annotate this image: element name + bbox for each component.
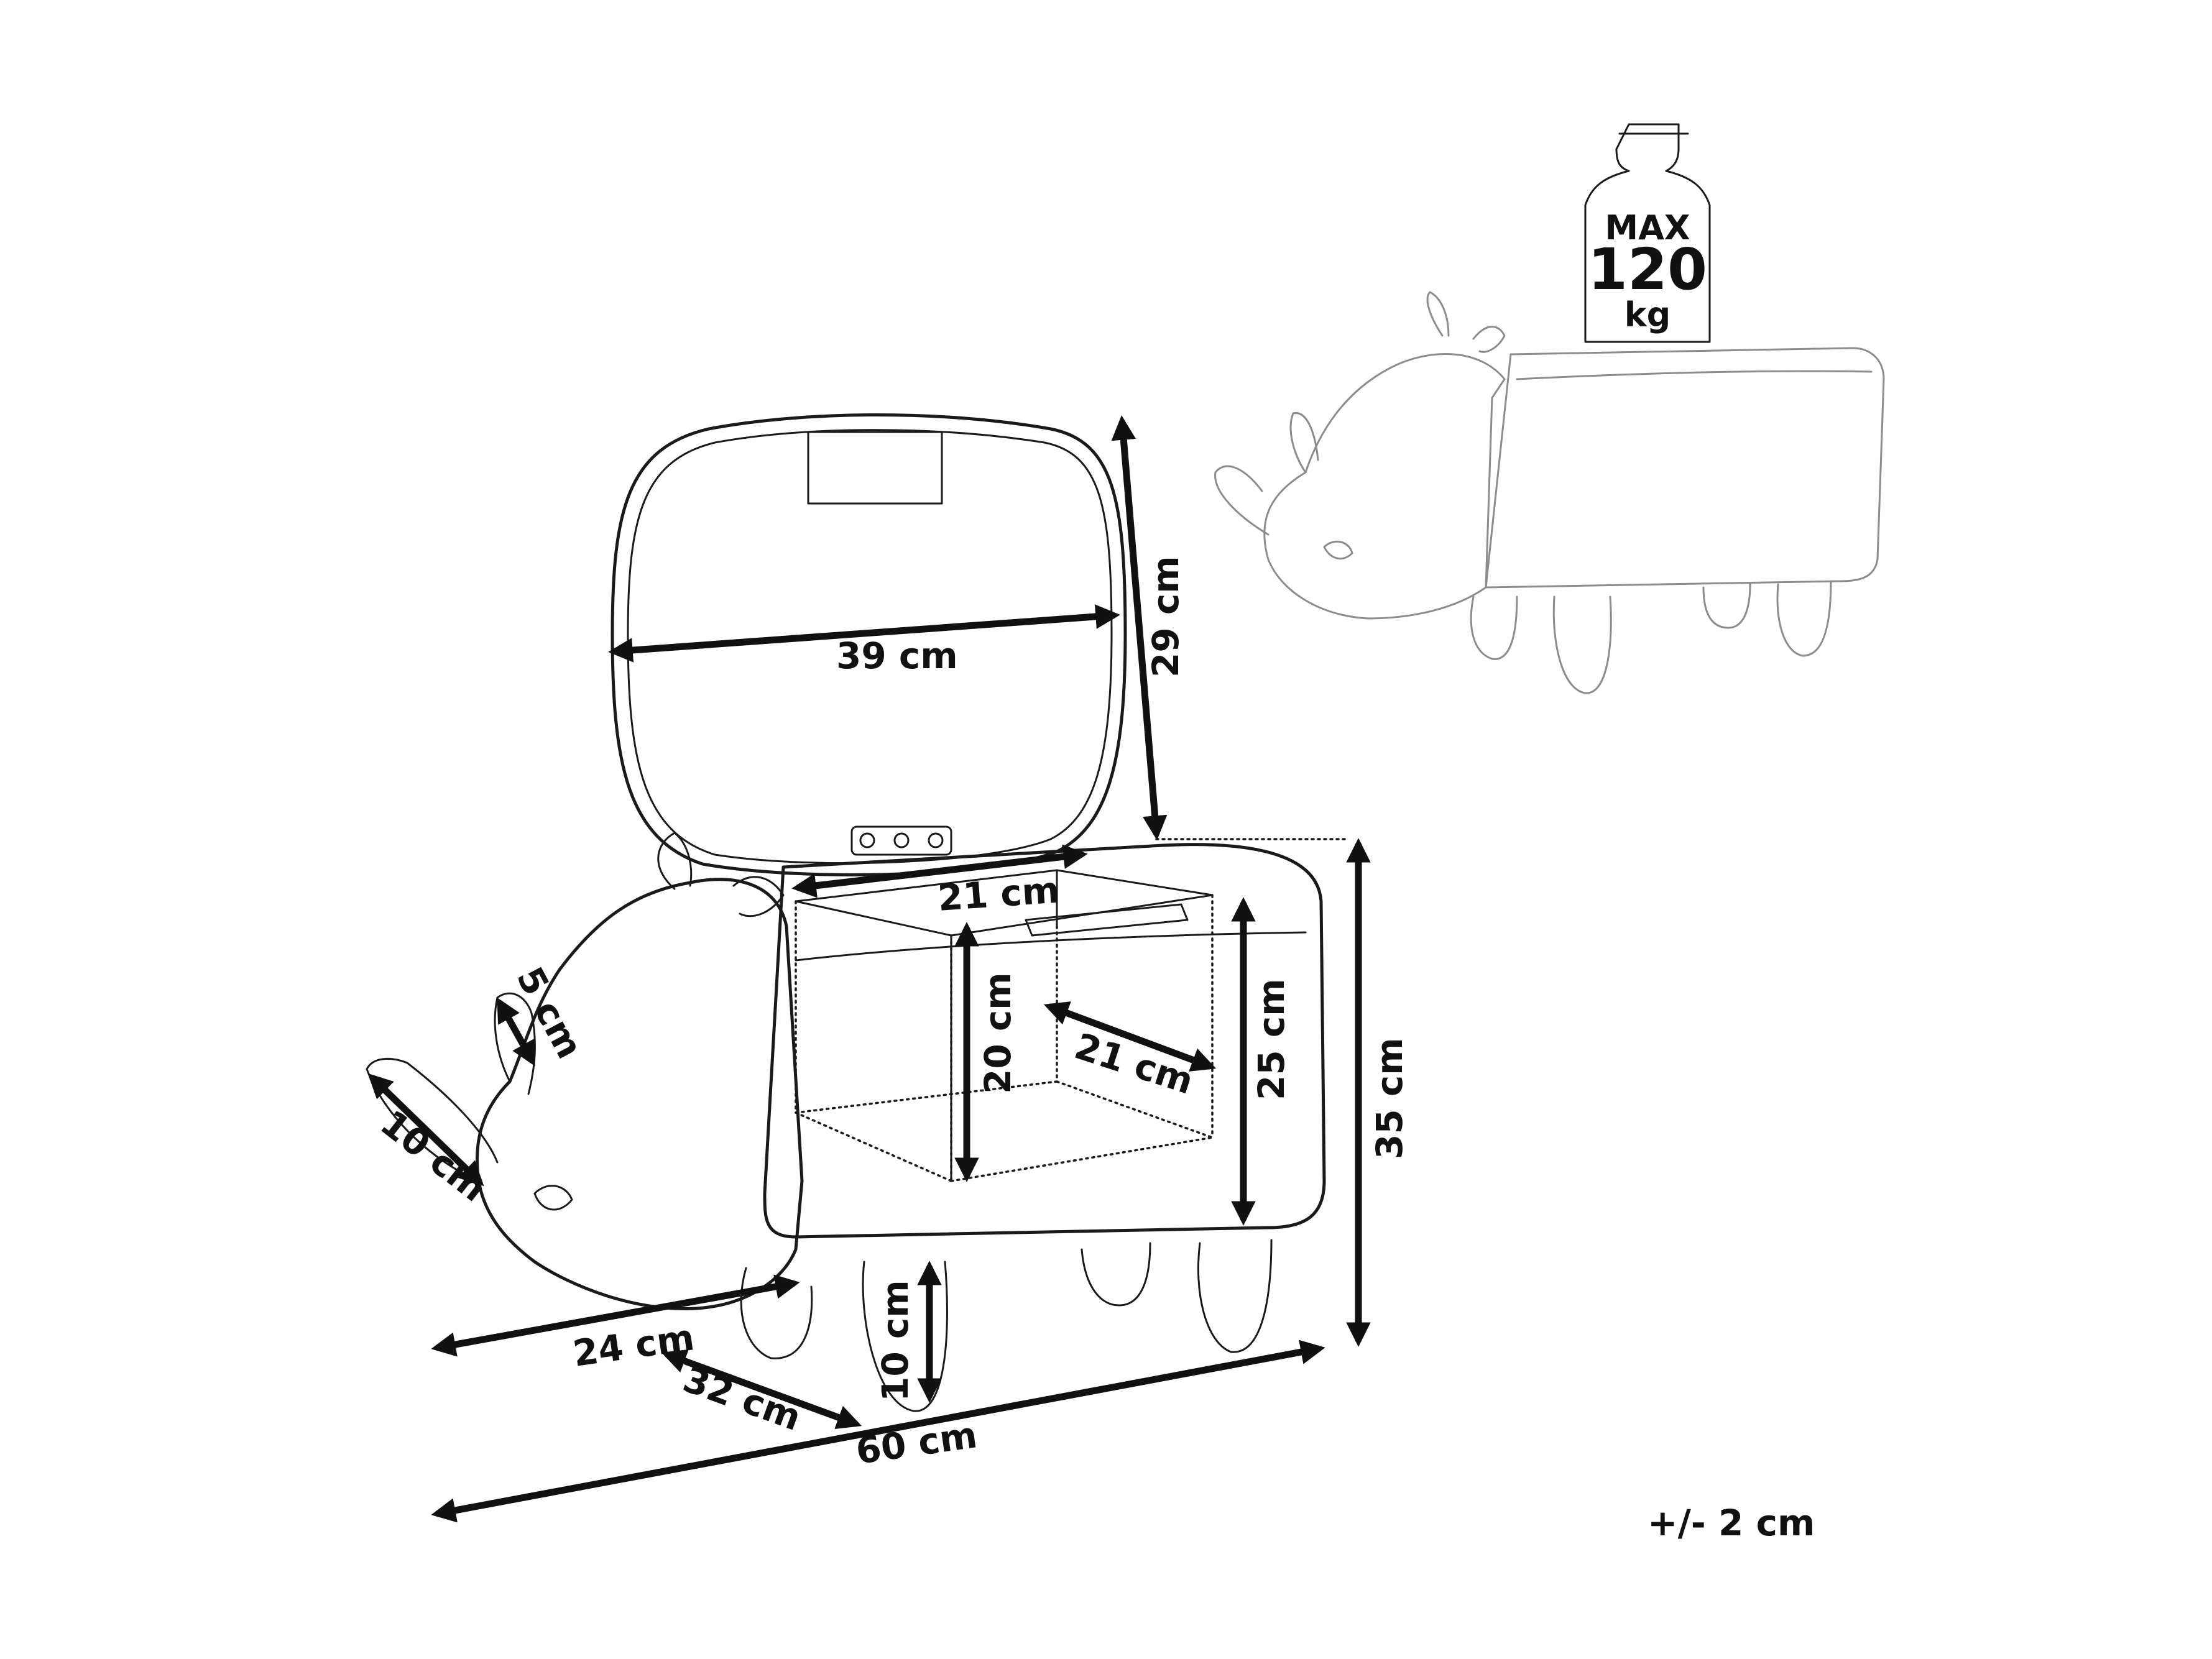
storage-depth-arrow — [1043, 1001, 1217, 1072]
leg-height-label: 10 cm — [874, 1280, 916, 1402]
total-height-label: 35 cm — [1368, 1037, 1411, 1159]
main-rhino-illustration — [366, 413, 1350, 1412]
reference-rhino-illustration: MAX 120 kg — [1214, 123, 1885, 694]
lid-hinge — [850, 825, 952, 856]
storage-width-label: 21 cm — [936, 868, 1061, 919]
total-length-label: 60 cm — [853, 1413, 979, 1473]
dimension-arrows — [367, 415, 1371, 1523]
head-length-arrow — [431, 1274, 800, 1357]
storage-width-arrow — [791, 844, 1088, 898]
storage-height-label: 20 cm — [977, 972, 1019, 1094]
lid-height-label: 29 cm — [1145, 556, 1187, 678]
dimension-labels: 39 cm 29 cm 21 cm 20 cm 21 cm 25 cm 35 c… — [372, 556, 1815, 1544]
tolerance-note: +/- 2 cm — [1647, 1502, 1815, 1544]
max-weight-value: 120 — [1588, 236, 1707, 303]
big-horn-arrow — [367, 1073, 484, 1187]
total-length-arrow — [431, 1340, 1325, 1523]
max-weight-unit: kg — [1624, 295, 1671, 334]
lid-height-arrow — [1111, 415, 1168, 840]
total-depth-label: 32 cm — [678, 1358, 806, 1439]
head-length-label: 24 cm — [570, 1316, 696, 1375]
max-weight-badge: MAX 120 kg — [1584, 123, 1711, 343]
seat-height-label: 25 cm — [1250, 978, 1293, 1100]
max-label: MAX — [1605, 208, 1690, 247]
small-horn-arrow — [497, 997, 535, 1067]
lid-width-arrow — [608, 604, 1120, 663]
lid-width-label: 39 cm — [836, 635, 958, 677]
